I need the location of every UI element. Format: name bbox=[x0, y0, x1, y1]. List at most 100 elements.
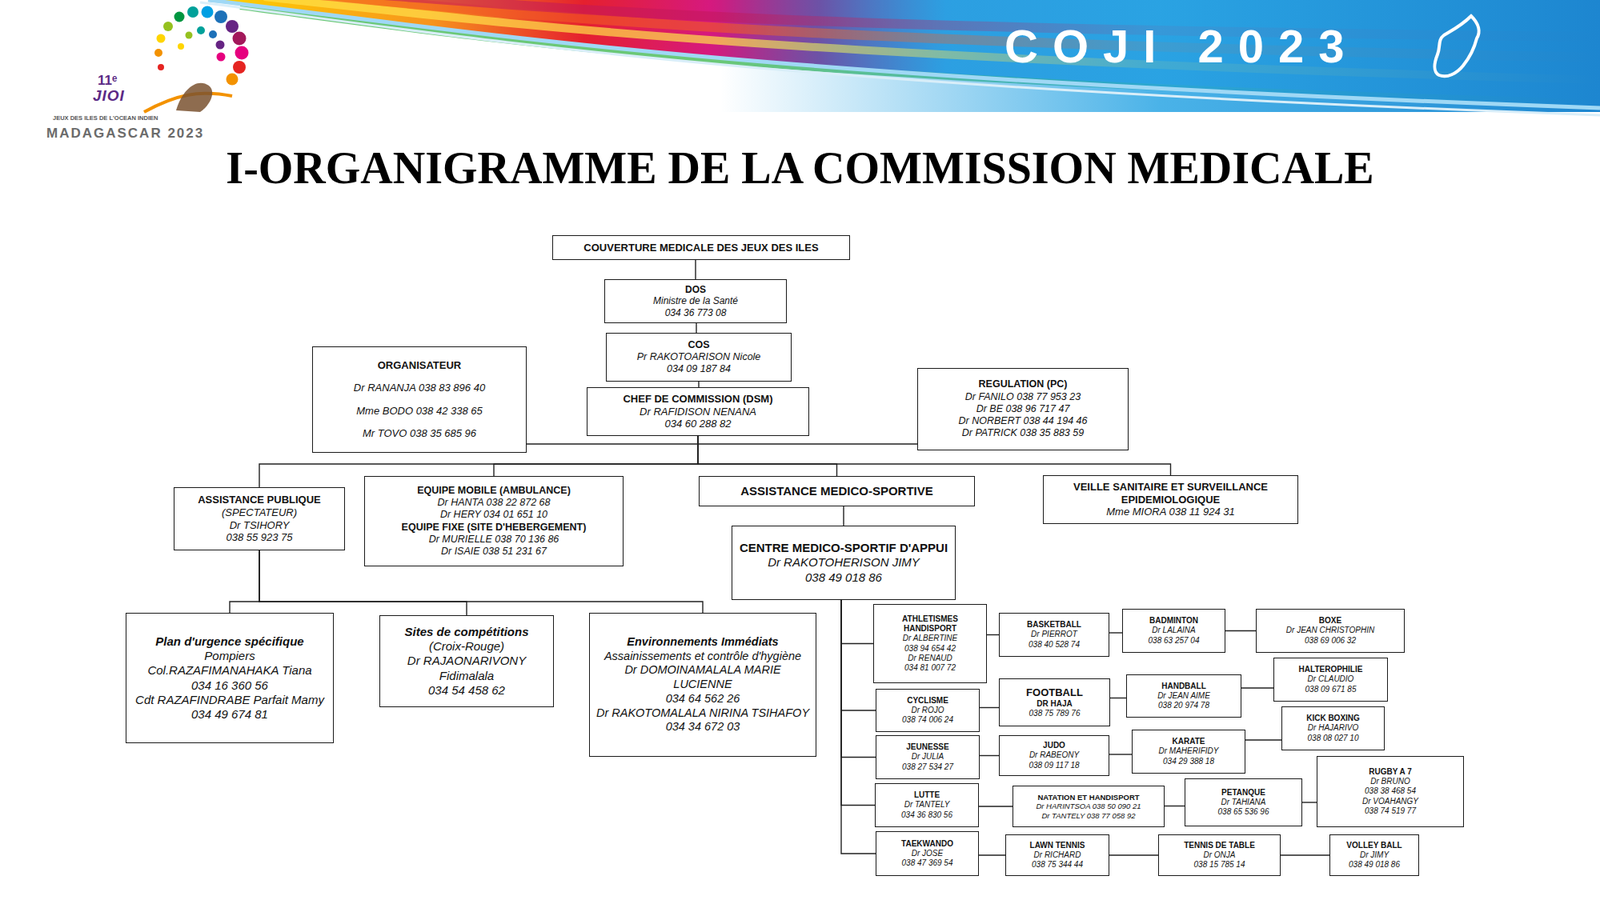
sport-box: TENNIS DE TABLEDr ONJA038 15 785 14 bbox=[1158, 834, 1281, 877]
connector-line bbox=[841, 600, 876, 758]
box-text: 038 55 923 75 bbox=[225, 531, 293, 545]
org-box: ASSISTANCE PUBLIQUE(SPECTATEUR)Dr TSIHOR… bbox=[173, 487, 345, 551]
box-text: Dr RANANJA 038 83 896 40 bbox=[353, 381, 486, 395]
connector-line bbox=[1110, 697, 1127, 699]
box-heading: ORGANISATEUR bbox=[377, 359, 462, 373]
connector-line bbox=[841, 600, 874, 645]
box-text: Dr HAJARIVO bbox=[1307, 723, 1359, 734]
connector-line bbox=[842, 506, 844, 526]
box-heading: VEILLE SANITAIRE ET SURVEILLANCE EPIDEMI… bbox=[1047, 481, 1294, 507]
box-text: 034 54 458 62 bbox=[428, 683, 506, 698]
box-heading: COS bbox=[687, 339, 710, 352]
logo-dot bbox=[226, 73, 239, 86]
box-text: Dr JEAN AIME bbox=[1157, 691, 1211, 702]
box-text: 034 29 388 18 bbox=[1162, 757, 1215, 767]
header-banner bbox=[0, 0, 1600, 145]
box-text: 038 09 671 85 bbox=[1305, 685, 1357, 695]
logo-dot bbox=[216, 52, 226, 62]
box-heading: CYCLISME bbox=[906, 696, 949, 706]
sport-box: BASKETBALLDr PIERROT038 40 528 74 bbox=[998, 613, 1110, 658]
box-text: 034 60 288 82 bbox=[664, 417, 731, 431]
box-heading: BADMINTON bbox=[1149, 616, 1199, 626]
box-heading: FOOTBALL bbox=[1026, 686, 1083, 700]
box-text: Dr RABEONY bbox=[1029, 750, 1079, 761]
connector-line bbox=[1280, 854, 1330, 856]
logo-lemur bbox=[176, 83, 213, 113]
box-heading: KARATE bbox=[1172, 737, 1206, 747]
logo-dot bbox=[156, 34, 166, 44]
box-text: Dr ONJA bbox=[1203, 850, 1236, 861]
box-text: 038 20 974 78 bbox=[1158, 701, 1210, 711]
connector-line bbox=[986, 634, 999, 636]
org-box: EQUIPE MOBILE (AMBULANCE)Dr HANTA 038 22… bbox=[364, 476, 624, 567]
logo-dot bbox=[174, 12, 185, 23]
box-text: 034 64 562 26 bbox=[665, 692, 741, 707]
logo-dot bbox=[157, 64, 165, 71]
box-text: Dr HARINTSOA 038 50 090 21 bbox=[1035, 802, 1141, 812]
box-heading: Plan d'urgence spécifique bbox=[155, 634, 304, 650]
box-text: 038 94 654 42 bbox=[904, 644, 956, 654]
box-heading: EQUIPE FIXE (SITE D'HEBERGEMENT) bbox=[401, 521, 587, 534]
connector-line bbox=[978, 854, 1006, 856]
logo-dot bbox=[216, 40, 225, 50]
box-heading: REGULATION (PC) bbox=[978, 378, 1068, 391]
logo-dot bbox=[185, 32, 193, 40]
logo-text: 11ᵉ bbox=[97, 73, 117, 89]
box-text: Dr FANILO 038 77 953 23 bbox=[965, 391, 1081, 404]
box-text: Dr RICHARD bbox=[1034, 850, 1082, 861]
box-heading: HANDBALL bbox=[1161, 681, 1207, 692]
box-heading: JEUNESSE bbox=[906, 742, 949, 753]
connector-line bbox=[978, 806, 1013, 807]
box-text: 034 34 672 03 bbox=[665, 720, 741, 735]
connector-line bbox=[695, 323, 697, 333]
connector-line bbox=[229, 550, 260, 614]
box-heading: VOLLEY BALL bbox=[1346, 841, 1402, 851]
org-box: COSPr RAKOTOARISON Nicole034 09 187 84 bbox=[605, 332, 792, 382]
connector-line bbox=[1302, 802, 1317, 803]
box-text: Dr RAKOTOHERISON JIMY bbox=[767, 555, 920, 570]
sport-box: NATATION ET HANDISPORTDr HARINTSOA 038 5… bbox=[1012, 785, 1165, 828]
box-text: Pr RAKOTOARISON Nicole bbox=[637, 351, 762, 364]
org-box: REGULATION (PC)Dr FANILO 038 77 953 23Dr… bbox=[917, 368, 1129, 451]
logo-dot bbox=[225, 20, 239, 33]
connector-line bbox=[1109, 632, 1123, 634]
org-box: ORGANISATEUR Dr RANANJA 038 83 896 40 Mme … bbox=[312, 346, 527, 454]
box-text: Dr JIMY bbox=[1359, 850, 1389, 861]
connector-line bbox=[841, 600, 875, 807]
box-text: Dr MURIELLE 038 70 136 86 bbox=[429, 533, 560, 546]
box-heading: Sites de compétitions bbox=[404, 625, 529, 640]
box-text: Dr MAHERIFIDY bbox=[1158, 746, 1220, 757]
box-text: Dr BE 038 96 717 47 bbox=[976, 403, 1071, 416]
box-heading: LUTTE bbox=[914, 790, 940, 801]
org-box: Environnements ImmédiatsAssainissements … bbox=[589, 613, 817, 758]
madagascar-outline bbox=[1435, 16, 1480, 77]
connector-line bbox=[697, 436, 918, 445]
box-text: Dr RENAUD bbox=[907, 653, 953, 664]
box-text: Pompiers bbox=[204, 649, 255, 664]
connector-line bbox=[841, 600, 876, 855]
box-heading: EQUIPE MOBILE (AMBULANCE) bbox=[417, 485, 571, 498]
box-text: 038 75 344 44 bbox=[1031, 860, 1083, 871]
box-heading: HALTEROPHILIE bbox=[1299, 665, 1364, 675]
logo-dot bbox=[154, 48, 163, 57]
org-box: Sites de compétitions(Croix-Rouge)Dr RAJ… bbox=[379, 615, 554, 708]
box-text: Dr RAJAONARIVONY Fidimalala bbox=[384, 653, 550, 684]
box-heading: ATHLETISMES HANDISPORT bbox=[878, 614, 983, 634]
sport-box: BADMINTONDr LALAINA038 63 257 04 bbox=[1122, 609, 1226, 654]
box-text: Dr PATRICK 038 35 883 59 bbox=[962, 427, 1084, 440]
sport-box: HANDBALLDr JEAN AIME038 20 974 78 bbox=[1126, 674, 1242, 718]
box-text: 038 63 257 04 bbox=[1148, 636, 1200, 646]
org-box: CENTRE MEDICO-SPORTIF D'APPUIDr RAKOTOHE… bbox=[731, 525, 956, 601]
box-text: Mme BODO 038 42 338 65 bbox=[356, 405, 483, 418]
box-text: Dr BRUNO bbox=[1370, 777, 1410, 787]
box-heading: LAWN TENNIS bbox=[1030, 841, 1086, 851]
box-text: 038 49 018 86 bbox=[1348, 860, 1400, 871]
box-text: 038 49 018 86 bbox=[805, 570, 883, 586]
box-text: Dr TSIHORY bbox=[229, 519, 290, 533]
logo-dot bbox=[196, 26, 205, 35]
logo-caption: MADAGASCAR 2023 bbox=[46, 126, 205, 142]
org-box: VEILLE SANITAIRE ET SURVEILLANCE EPIDEMI… bbox=[1042, 475, 1299, 525]
connector-line bbox=[697, 381, 699, 388]
logo-dot bbox=[177, 43, 185, 50]
